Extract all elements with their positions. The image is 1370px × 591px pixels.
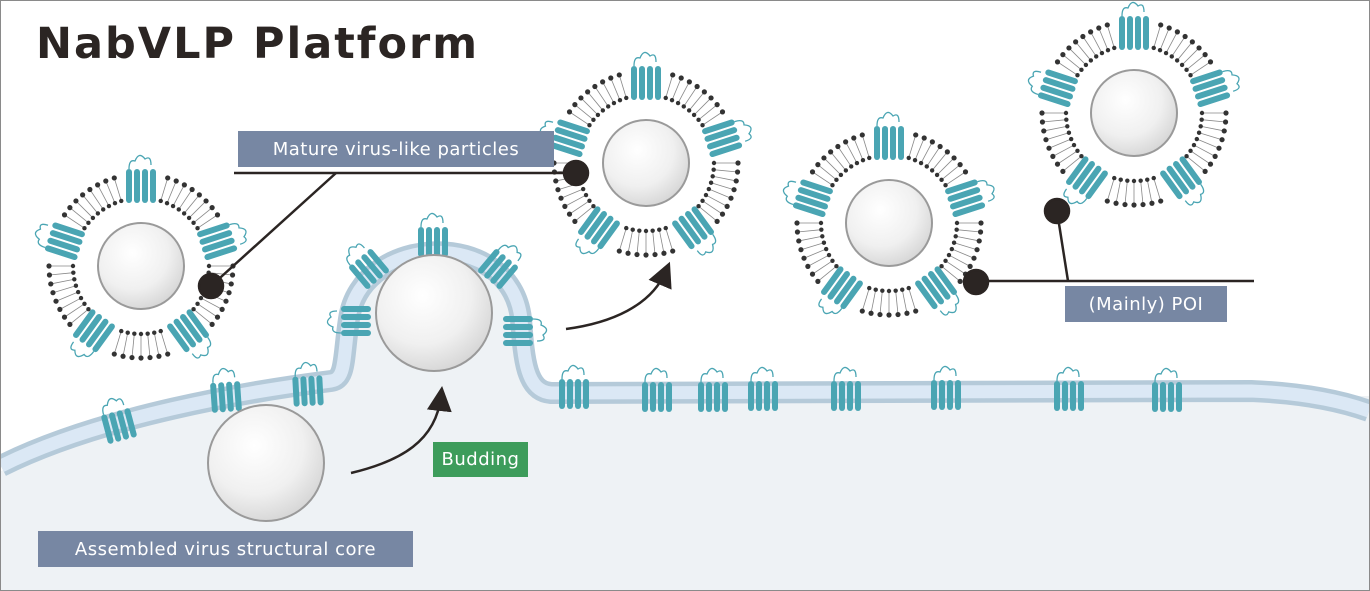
protein-cluster — [1063, 156, 1108, 205]
poi-leader-lines — [962, 197, 1254, 296]
protein-cluster — [831, 366, 861, 411]
protein-cluster — [503, 316, 548, 346]
protein-cluster — [931, 365, 961, 410]
protein-cluster — [1027, 69, 1078, 108]
vlp-core — [97, 222, 185, 310]
protein-cluster — [292, 361, 324, 407]
vlp-core — [845, 179, 933, 267]
protein-cluster — [782, 179, 833, 218]
protein-cluster — [945, 179, 995, 218]
protein-cluster — [418, 212, 448, 257]
cell-body — [1, 257, 1369, 590]
protein-cluster — [818, 266, 863, 315]
protein-cluster — [631, 51, 661, 100]
page-title: NabVLP Platform — [36, 19, 480, 69]
protein-cluster — [915, 266, 960, 316]
release-arrow — [565, 261, 672, 331]
budding-arrow — [350, 386, 452, 475]
protein-cluster — [698, 367, 728, 412]
protein-cluster — [34, 222, 85, 261]
membrane-proteins — [101, 212, 1182, 444]
virus-like-particle — [34, 154, 247, 361]
protein-cluster — [167, 309, 212, 359]
protein-cluster — [197, 222, 247, 261]
poi-label: (Mainly) POI — [1065, 286, 1227, 322]
protein-cluster — [748, 366, 778, 411]
protein-cluster — [1190, 69, 1240, 108]
core-label: Assembled virus structural core — [38, 531, 413, 567]
vlp-core — [602, 119, 690, 207]
protein-cluster — [478, 244, 522, 289]
mature-vlp-label: Mature virus-like particles — [238, 131, 554, 167]
protein-cluster — [101, 397, 137, 444]
protein-cluster — [1054, 366, 1084, 411]
protein-cluster — [1119, 1, 1149, 50]
protein-cluster — [539, 119, 590, 158]
protein-cluster — [1152, 367, 1182, 412]
vlp-core — [1090, 69, 1178, 157]
budding-core-sphere — [375, 254, 493, 372]
protein-cluster — [702, 119, 752, 158]
protein-cluster — [642, 367, 672, 412]
protein-cluster — [70, 309, 115, 358]
protein-cluster — [672, 206, 717, 256]
virus-like-particle — [1027, 1, 1240, 208]
virus-like-particle — [539, 51, 752, 258]
protein-cluster — [575, 206, 620, 255]
mature-leader-lines — [197, 159, 590, 300]
protein-cluster — [559, 364, 589, 409]
protein-cluster — [126, 154, 156, 203]
protein-cluster — [210, 367, 242, 413]
protein-cluster — [346, 243, 389, 289]
protein-cluster — [326, 306, 371, 336]
protein-cluster — [874, 111, 904, 160]
free-core-sphere — [207, 404, 325, 522]
protein-cluster — [1160, 156, 1205, 206]
virus-like-particle — [782, 111, 995, 318]
budding-label: Budding — [433, 442, 528, 477]
